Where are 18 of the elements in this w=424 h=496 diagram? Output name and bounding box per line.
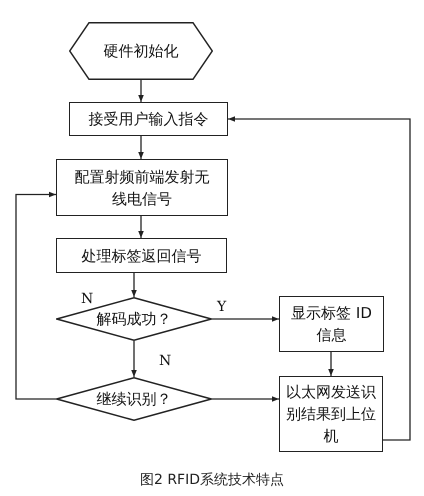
arrow (138, 216, 144, 238)
arrow (15, 192, 56, 400)
decision-diamond: 继续识别？ (56, 377, 212, 421)
arrow (212, 396, 279, 402)
arrow (328, 352, 334, 376)
start-hexagon: 硬件初始化 (69, 22, 213, 80)
process-box: 接受用户输入指令 (69, 102, 228, 136)
arrow (212, 316, 279, 322)
arrow (228, 116, 411, 441)
process-box: 配置射频前端发射无线电信号 (56, 159, 228, 216)
figure-caption: 图2 RFID系统技术特点 (138, 471, 286, 489)
arrow (131, 273, 137, 297)
arrow (131, 341, 137, 377)
process-box: 处理标签返回信号 (56, 238, 227, 273)
process-box: 显示标签 ID 信息 (279, 296, 384, 352)
arrow (138, 136, 144, 159)
arrow (138, 80, 144, 102)
process-box: 以太网发送识别结果到上位机 (279, 376, 383, 452)
